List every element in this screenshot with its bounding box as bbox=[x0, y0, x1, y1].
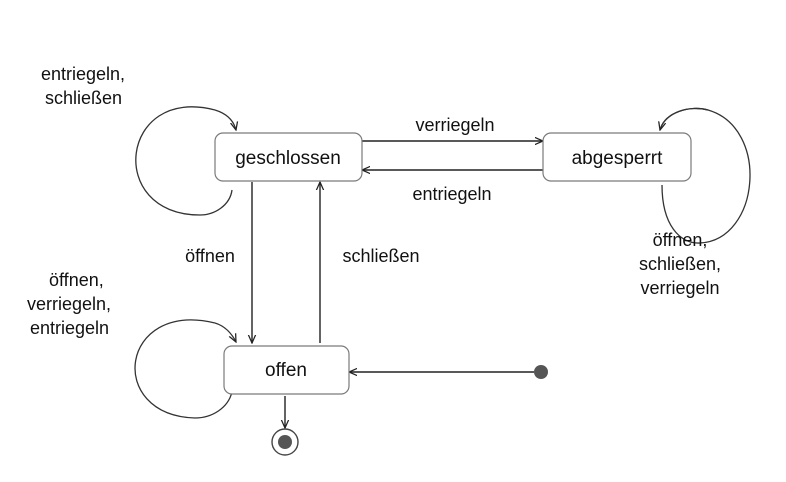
label-self-abgesperrt-line-1: öffnen, bbox=[653, 230, 708, 250]
label-self-geschlossen-line-1: entriegeln, bbox=[41, 64, 125, 84]
label-self-abgesperrt-line-2: schließen, bbox=[639, 254, 721, 274]
label-entriegeln: entriegeln bbox=[412, 184, 491, 204]
label-verriegeln: verriegeln bbox=[415, 115, 494, 135]
label-self-offen-line-2: verriegeln, bbox=[27, 294, 111, 314]
self-loop-geschlossen bbox=[135, 106, 233, 216]
self-loop-offen-end bbox=[214, 322, 236, 342]
initial-node bbox=[534, 365, 548, 379]
label-schliessen: schließen bbox=[342, 246, 419, 266]
label-oeffnen: öffnen bbox=[185, 246, 235, 266]
label-self-abgesperrt-line-3: verriegeln bbox=[640, 278, 719, 298]
self-loop-offen bbox=[134, 319, 233, 419]
state-offen-label: offen bbox=[265, 360, 307, 381]
label-self-offen-line-3: entriegeln bbox=[30, 318, 109, 338]
state-geschlossen-label: geschlossen bbox=[235, 148, 341, 169]
self-loop-geschlossen-end bbox=[214, 109, 236, 130]
state-geschlossen: geschlossen bbox=[214, 132, 363, 182]
state-abgesperrt: abgesperrt bbox=[542, 132, 692, 182]
self-loop-abgesperrt-start bbox=[660, 107, 709, 130]
state-offen: offen bbox=[223, 345, 350, 395]
label-self-offen-line-1: öffnen, bbox=[49, 270, 104, 290]
final-node bbox=[271, 428, 299, 456]
label-self-geschlossen-line-2: schließen bbox=[45, 88, 122, 108]
state-abgesperrt-label: abgesperrt bbox=[572, 148, 664, 169]
